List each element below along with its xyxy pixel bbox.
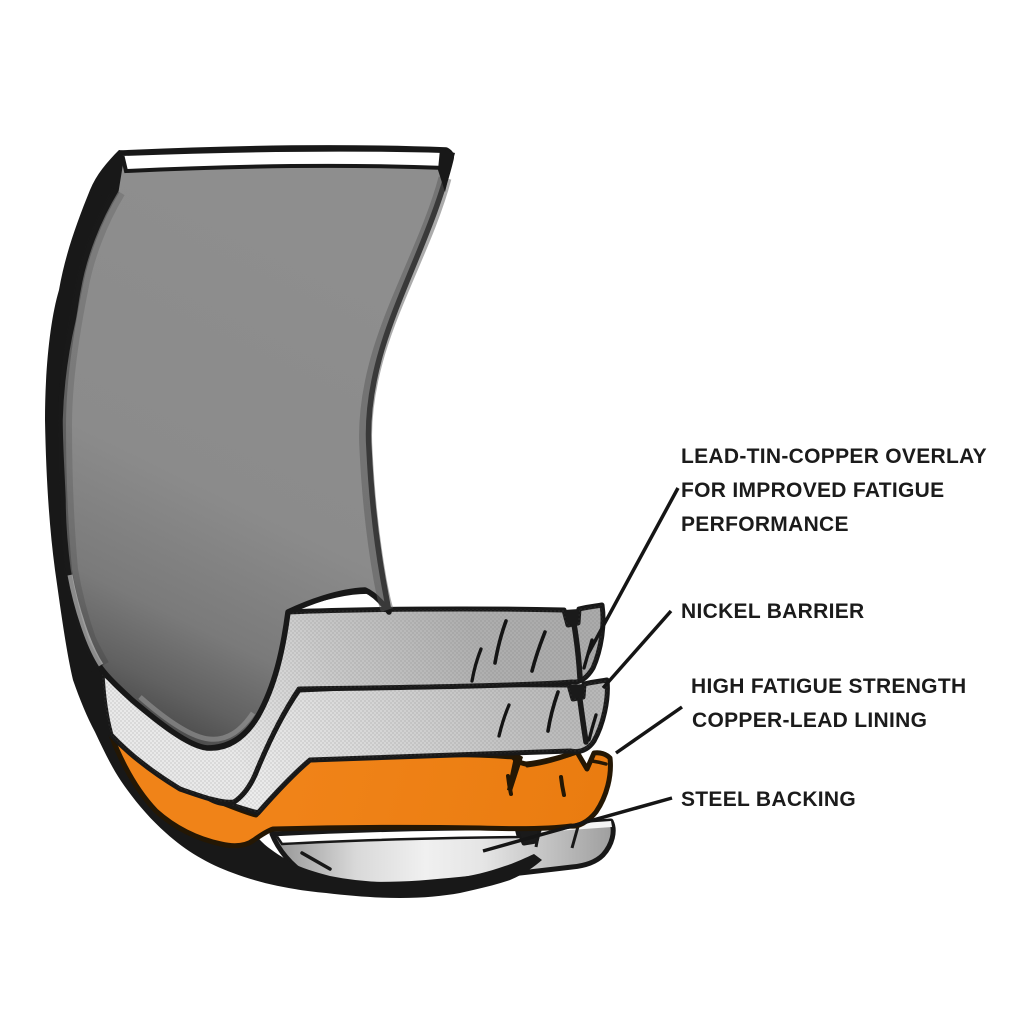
- overlay-shading-stroke-3: [530, 630, 547, 673]
- bearing-right-edge-shade: [359, 176, 452, 613]
- outer-shell-edge: [45, 150, 542, 898]
- label-lining-line-2: COPPER-LEAD LINING: [692, 709, 927, 732]
- label-overlay-line-1: LEAD-TIN-COPPER OVERLAY: [681, 445, 987, 468]
- leader-line-steel: [482, 796, 673, 853]
- nickel-notch-shadow: [569, 684, 584, 699]
- leader-line-overlay: [586, 487, 680, 655]
- label-overlay-line-3: PERFORMANCE: [681, 513, 849, 536]
- overlay-shading-stroke-1: [493, 619, 508, 665]
- label-nickel-line-1: NICKEL BARRIER: [681, 600, 865, 623]
- label-steel-line-1: STEEL BACKING: [681, 788, 856, 811]
- label-overlay-line-2: FOR IMPROVED FATIGUE: [681, 479, 944, 502]
- overlay-flap-shadow: [571, 621, 583, 681]
- outer-shell-edge-shape: [45, 150, 542, 898]
- bearing-dip-highlight: [138, 695, 256, 742]
- lining-shading-stroke-2: [559, 775, 566, 797]
- leader-line-nickel: [601, 609, 673, 690]
- steel-shading-stroke: [300, 851, 332, 871]
- lining-flap-tip-stroke: [590, 759, 608, 766]
- nickel-flap-shadow: [577, 697, 589, 745]
- bearing-top-edge-face: [119, 147, 449, 174]
- bearing-left-edge-highlight: [67, 574, 104, 667]
- bearing-body: [51, 145, 455, 751]
- lining-shading-stroke-1: [506, 774, 513, 796]
- lining-notch-shadow: [507, 752, 523, 791]
- nickel-shading-stroke-2: [497, 703, 511, 738]
- steel-top-edge-face: [273, 827, 520, 846]
- callout-labels: LEAD-TIN-COPPER OVERLAY FOR IMPROVED FAT…: [681, 445, 987, 811]
- overlay-notch-shadow: [564, 609, 579, 625]
- overlay-shading-stroke-2: [470, 647, 483, 683]
- lining-step-crease: [525, 753, 573, 768]
- leader-line-lining: [614, 705, 684, 755]
- nickel-flap-shading-stroke: [587, 713, 598, 742]
- leader-lines: [482, 487, 684, 853]
- nickel-shading-stroke-1: [546, 690, 560, 733]
- bearing-top-right-corner: [438, 149, 455, 192]
- label-lining-line-1: HIGH FATIGUE STRENGTH: [691, 675, 966, 698]
